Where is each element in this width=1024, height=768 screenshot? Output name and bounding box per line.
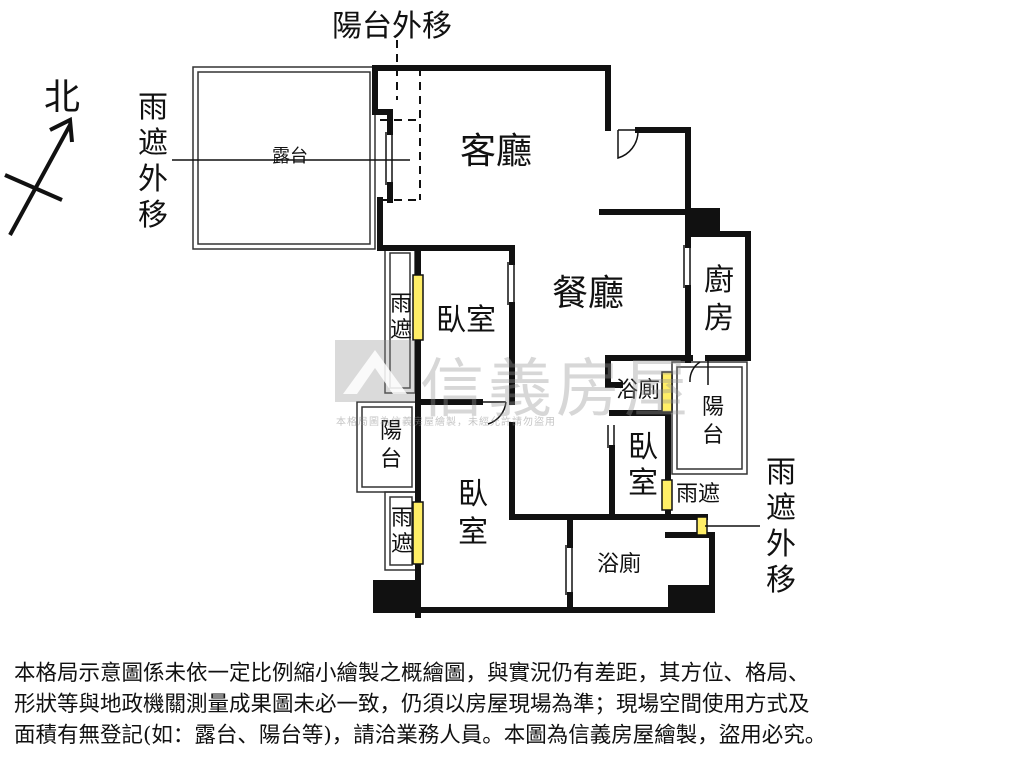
watermark-brand: 信義房屋: [420, 353, 692, 427]
kitchen-label: 廚房: [704, 263, 734, 336]
north-label: 北: [44, 77, 81, 118]
balcony-left-label: 陽台: [379, 419, 402, 472]
leader-lines: [172, 159, 760, 527]
canopy-upper-left-label: 雨遮: [389, 292, 412, 343]
bedroom-small-label: 臥室: [628, 430, 658, 501]
bath-upper-label: 浴廁: [616, 378, 661, 403]
disclaimer-line: 本格局示意圖係未依一定比例縮小繪製之概繪圖，與實況仍有差距，其方位、格局、: [14, 661, 810, 686]
disclaimer-line: 形狀等與地政機關測量成果圖未必一致，仍須以房屋現場為準；現場空間使用方式及: [14, 692, 810, 717]
disclaimer: 本格局示意圖係未依一定比例縮小繪製之概繪圖，與實況仍有差距，其方位、格局、 形狀…: [14, 658, 1014, 751]
balcony-right-label: 陽台: [701, 395, 724, 448]
balcony-shift-top-label: 陽台外移: [332, 9, 452, 44]
canopy-shift-left-label: 雨遮外移: [138, 90, 168, 233]
bedroom-upper-label: 臥室: [436, 303, 496, 338]
floor-plan: [4, 40, 760, 618]
bedroom-lower-label: 臥室: [458, 477, 488, 550]
window-lines: [385, 132, 691, 595]
terrace-outline: [192, 66, 376, 250]
column-blocks: [373, 208, 720, 613]
door-swings: [480, 129, 709, 425]
north-arrow-icon: [4, 116, 74, 236]
disclaimer-line: 面積有無登記(如：露台、陽台等)，請洽業務人員。本圖為信義房屋繪製，盜用必究。: [14, 723, 827, 748]
canopy-small-label: 雨遮: [676, 482, 721, 507]
brand-logo-icon: [335, 340, 415, 402]
terrace-label: 露台: [272, 146, 308, 167]
canopy-shift-right-label: 雨遮外移: [766, 455, 796, 598]
living-room-label: 客廳: [460, 131, 533, 172]
canopy-lower-left-label: 雨遮: [390, 506, 413, 557]
bath-lower-label: 浴廁: [597, 552, 642, 577]
dining-room-label: 餐廳: [552, 273, 625, 314]
watermark-subtext: 本格局圖為信義房屋繪製，未經允許請勿盜用: [336, 417, 556, 428]
